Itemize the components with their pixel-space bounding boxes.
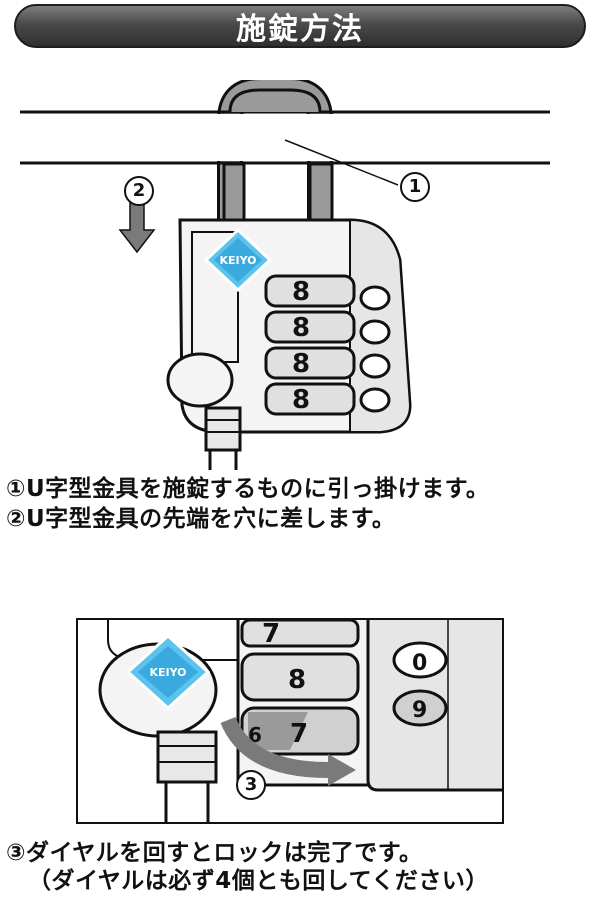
step-3-text: ③ダイヤルを回すとロックは完了です。 bbox=[6, 840, 423, 866]
svg-text:8: 8 bbox=[288, 665, 306, 695]
brand-logo: KEIYO bbox=[219, 254, 256, 267]
page-title: 施錠方法 bbox=[236, 12, 364, 47]
padlock-hanging-illustration: KEIYO 8 8 8 8 bbox=[20, 80, 550, 470]
callout-2: 2 bbox=[124, 176, 154, 206]
callout-3: 3 bbox=[236, 770, 266, 800]
step-2-text: ②U字型金具の先端を穴に差します。 bbox=[6, 506, 396, 532]
step-3-note: （ダイヤルは必ず4個とも回してください） bbox=[28, 868, 489, 894]
dial-rotation-closeup-frame: 7 8 7 6 0 9 KEIYO bbox=[76, 618, 504, 824]
title-banner: 施錠方法 bbox=[14, 4, 586, 48]
svg-text:8: 8 bbox=[292, 349, 310, 379]
callout-1: 1 bbox=[400, 172, 430, 202]
svg-text:8: 8 bbox=[292, 313, 310, 343]
svg-text:7: 7 bbox=[290, 719, 308, 749]
svg-text:8: 8 bbox=[292, 385, 310, 415]
dial-rotation-illustration: 7 8 7 6 0 9 KEIYO bbox=[98, 620, 502, 822]
svg-text:0: 0 bbox=[412, 651, 427, 676]
svg-text:8: 8 bbox=[292, 277, 310, 307]
brand-logo-closeup: KEIYO bbox=[149, 666, 186, 679]
dial-wheels: 8 8 8 8 bbox=[264, 274, 356, 416]
svg-text:7: 7 bbox=[262, 620, 280, 649]
step-1-text: ①U字型金具を施錠するものに引っ掛けます。 bbox=[6, 476, 490, 502]
svg-text:9: 9 bbox=[412, 698, 427, 723]
side-dial-ovals bbox=[359, 285, 391, 413]
